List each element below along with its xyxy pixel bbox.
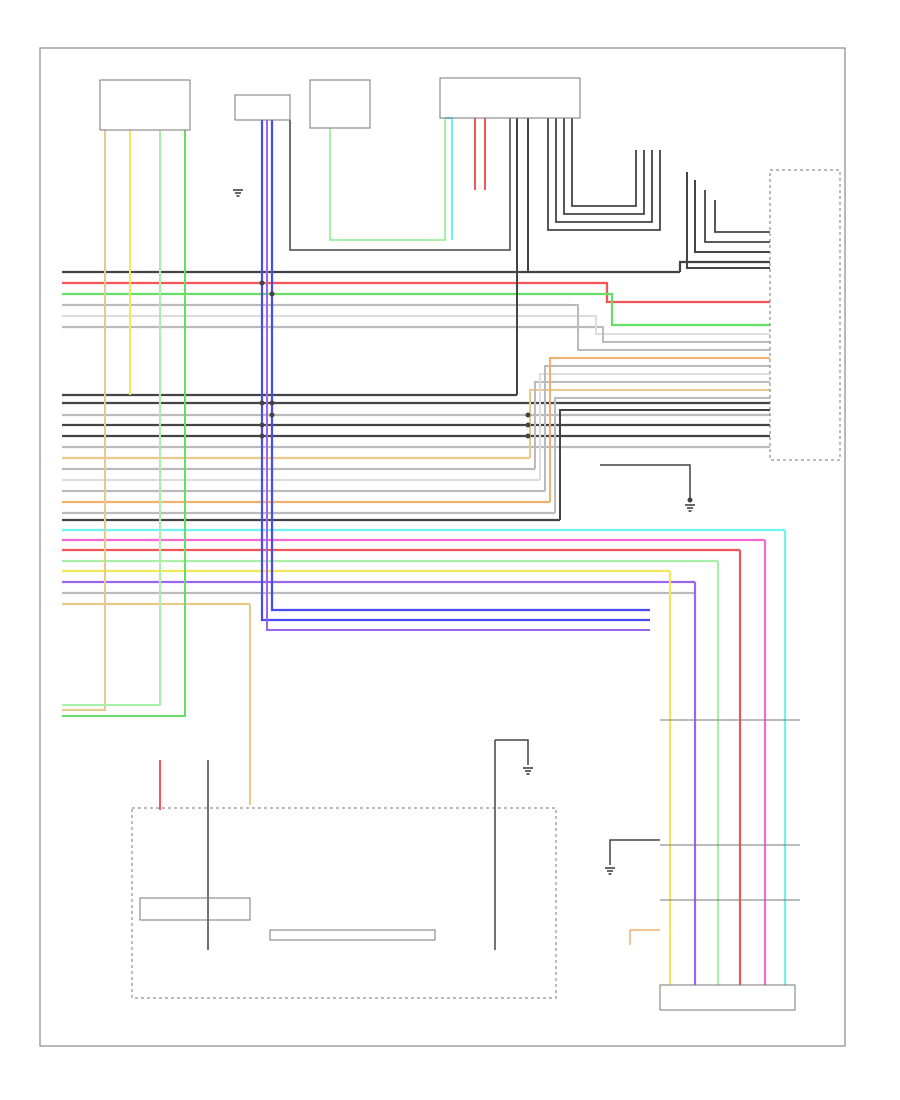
- module-top-center: [309, 79, 371, 129]
- bus-grey-7-route: [554, 397, 770, 513]
- green-vertical-left-2: [62, 130, 186, 717]
- splice-dot-8: [525, 422, 531, 428]
- bus-white-2-route: [539, 373, 770, 480]
- bus-black-1-route: [678, 260, 770, 272]
- connector-right-side: [769, 169, 841, 461]
- bus-grey-1-route: [570, 304, 770, 351]
- green-loop-top: [329, 118, 446, 241]
- splice-dot-0: [259, 400, 265, 406]
- black-harness-1: [555, 118, 653, 223]
- bus-grey-2-route: [600, 326, 770, 343]
- module-bottom-center: [131, 807, 557, 999]
- diagram-border: [39, 47, 846, 1047]
- sub-block-bottom-left: [139, 897, 251, 921]
- black-harness-3: [571, 118, 637, 207]
- ground-icon-right: [685, 504, 695, 512]
- bus-grey-6-route: [544, 365, 770, 491]
- ground-icon-lower: [605, 867, 615, 875]
- orange-lead-bottom: [629, 929, 660, 945]
- splice-dot-4: [269, 412, 275, 418]
- sub-block-bottom-mid: [269, 929, 436, 941]
- bus-grey-5-route: [534, 381, 770, 469]
- black-harness-2: [563, 118, 645, 215]
- ground-icon-bottom: [523, 767, 533, 775]
- blue-wire-1: [260, 120, 650, 622]
- splice-ground: [687, 497, 693, 503]
- black-ground-bottom: [609, 839, 660, 865]
- splice-dot-1: [259, 422, 265, 428]
- black-right-3: [704, 190, 770, 243]
- black-right-1: [686, 172, 770, 269]
- bus-green-1-route: [605, 292, 770, 327]
- black-right-2: [694, 180, 770, 253]
- black-ground-lead: [600, 464, 691, 500]
- switch-box-top-left: [99, 79, 191, 131]
- ground-icon-top: [233, 189, 243, 197]
- green-vertical-left: [62, 130, 161, 706]
- connector-top-center: [234, 94, 291, 121]
- bus-white-1-route: [590, 315, 770, 335]
- tan-vertical-left: [62, 130, 106, 711]
- bus-red-1-route: [600, 281, 770, 304]
- module-top-right: [439, 77, 581, 119]
- splice-dot-5: [259, 280, 265, 286]
- blue-wire-2: [270, 120, 650, 612]
- splice-dot-2: [259, 433, 265, 439]
- black-harness-0: [547, 118, 661, 231]
- bus-orange-1-route: [549, 357, 770, 502]
- black-to-ground: [495, 739, 529, 765]
- splice-dot-7: [525, 412, 531, 418]
- connector-bottom-right: [659, 984, 796, 1011]
- wire-group: [62, 117, 800, 985]
- splice-dot-9: [525, 433, 531, 439]
- bus-black-6-route: [559, 409, 770, 520]
- black-loop-top: [289, 118, 511, 251]
- splice-dot-6: [269, 291, 275, 297]
- splice-dot-3: [269, 400, 275, 406]
- component-group: [99, 77, 841, 1011]
- cyan-short-top: [445, 117, 453, 240]
- purple-wire-1: [266, 120, 650, 631]
- black-right-4: [714, 200, 770, 233]
